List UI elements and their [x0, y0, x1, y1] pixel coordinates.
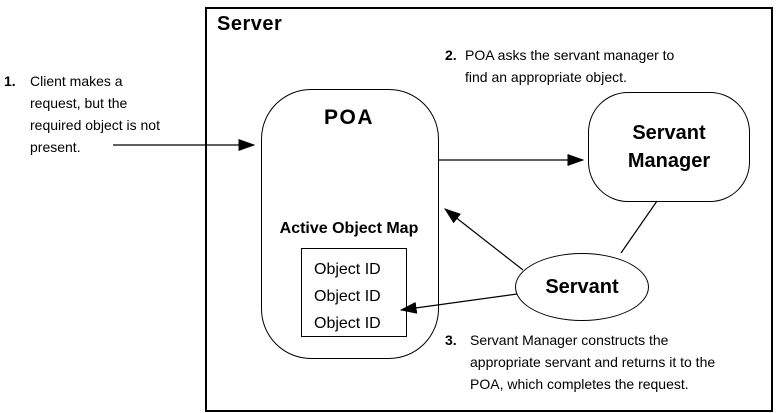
object-id-row: Object ID — [314, 315, 381, 332]
active-object-map-label: Active Object Map — [279, 220, 419, 237]
servant-label: Servant — [545, 275, 619, 298]
annotation-1-number: 1. — [4, 73, 16, 89]
annotation-3-number: 3. — [445, 332, 457, 348]
object-id-row: Object ID — [314, 288, 381, 305]
servant-manager-label-line1: Servant — [632, 122, 706, 144]
annotation-2-text: POA asks the servant manager to find an … — [465, 47, 675, 85]
server-label: Server — [217, 13, 283, 35]
servant-node: Servant — [515, 253, 649, 321]
annotation-2-number: 2. — [445, 47, 457, 63]
object-id-row: Object ID — [314, 261, 381, 278]
servant-manager-label-line2: Manager — [627, 150, 711, 172]
annotation-1-text: Client makes a request, but the required… — [30, 73, 160, 155]
annotation-3: 3. Servant Manager constructs the approp… — [445, 329, 715, 395]
object-id-table: Object ID Object ID Object ID — [301, 248, 407, 337]
poa-label: POA — [323, 106, 374, 129]
annotation-1: 1. Client makes a request, but the requi… — [4, 70, 160, 158]
annotation-3-text: Servant Manager constructs the appropria… — [470, 332, 716, 392]
annotation-2: 2. POA asks the servant manager to find … — [445, 44, 674, 88]
servant-manager-node: Servant Manager — [588, 92, 750, 202]
